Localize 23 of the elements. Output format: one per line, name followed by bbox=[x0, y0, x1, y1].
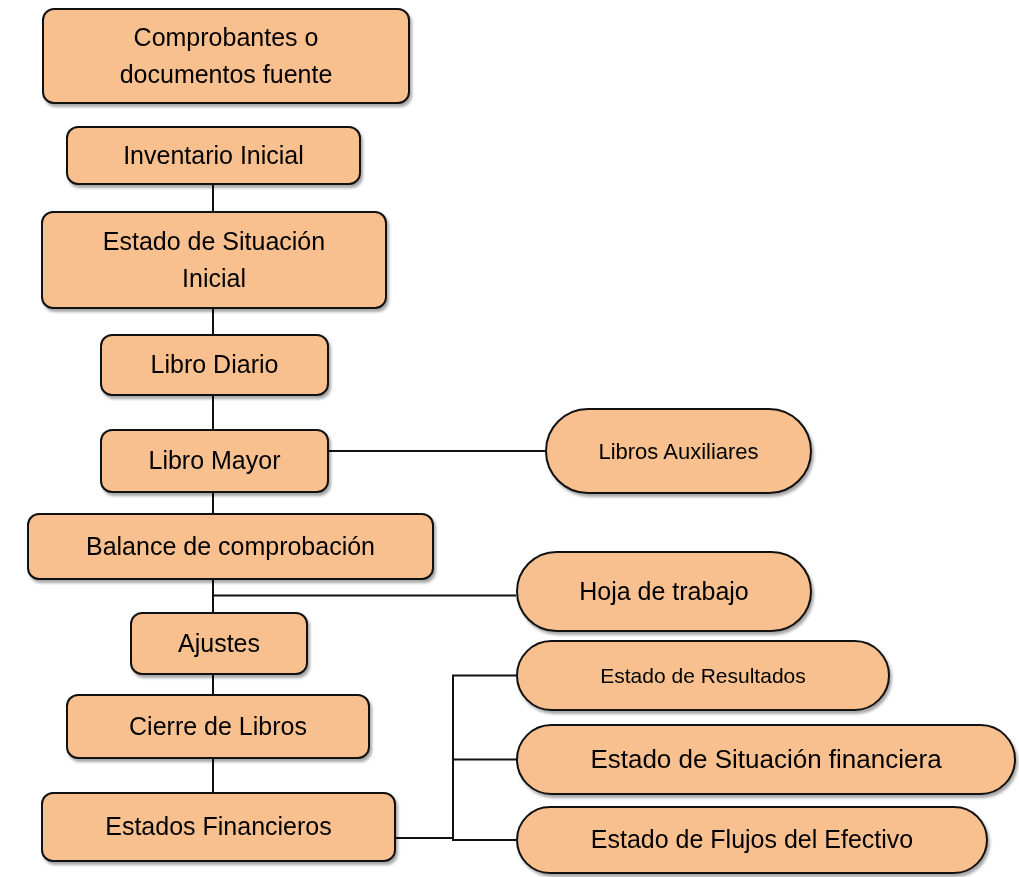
process-box: Libro Mayor bbox=[100, 429, 329, 493]
rounded-terminal: Estado de Resultados bbox=[516, 640, 890, 711]
connector-line bbox=[212, 579, 214, 613]
rounded-terminal: Hoja de trabajo bbox=[516, 551, 812, 632]
connector-line bbox=[212, 184, 214, 212]
rounded-terminal: Estado de Flujos del Efectivo bbox=[516, 806, 988, 874]
process-box: Ajustes bbox=[130, 612, 308, 675]
connector-line bbox=[328, 450, 546, 452]
process-box: Libro Diario bbox=[100, 334, 329, 396]
process-box: Cierre de Libros bbox=[66, 694, 370, 759]
process-box: Estados Financieros bbox=[41, 792, 396, 862]
rounded-terminal: Estado de Situación financiera bbox=[516, 724, 1016, 795]
connector-line bbox=[212, 492, 214, 514]
process-box: Balance de comprobación bbox=[27, 513, 434, 580]
connector-line bbox=[212, 758, 214, 793]
connector-line bbox=[212, 308, 214, 335]
process-box: Comprobantes o documentos fuente bbox=[42, 8, 410, 104]
connector-line bbox=[212, 395, 214, 430]
rounded-terminal: Libros Auxiliares bbox=[545, 408, 812, 494]
connector-line bbox=[395, 837, 517, 841]
connector-line bbox=[212, 674, 214, 695]
process-box: Inventario Inicial bbox=[66, 126, 361, 185]
process-box: Estado de Situación Inicial bbox=[41, 211, 387, 309]
